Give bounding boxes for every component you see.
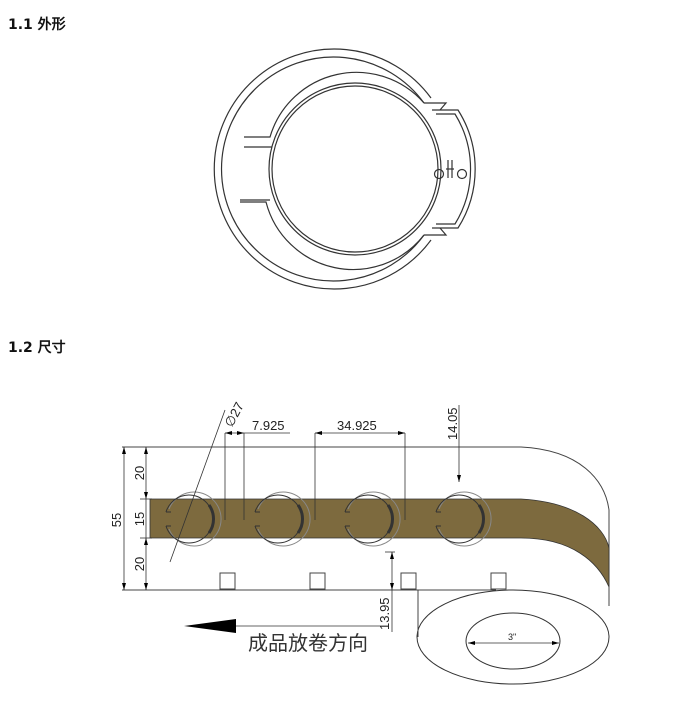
dim-total-width: 55 <box>109 513 124 527</box>
dim-top-margin: 20 <box>132 466 147 480</box>
dim-top-offset: 14.05 <box>445 407 460 440</box>
tags <box>165 491 492 547</box>
tag-3 <box>344 491 401 547</box>
section-heading-dimensions: 1.2 尺寸 <box>8 340 66 356</box>
dim-gap: 7.925 <box>252 418 285 433</box>
dim-pitch: 34.925 <box>337 418 377 433</box>
dim-band-width: 15 <box>132 512 147 526</box>
unwind-direction-label: 成品放卷方向 <box>248 631 368 655</box>
core-diameter-label: 3" <box>508 632 516 642</box>
tag-1 <box>165 491 222 547</box>
unwind-direction-arrow <box>184 619 380 633</box>
dim-diameter: ∅27 <box>221 400 246 430</box>
dim-bottom-margin: 20 <box>132 557 147 571</box>
liner-band <box>149 498 610 588</box>
dim-bottom-offset: 13.95 <box>377 597 392 630</box>
dimension-arrows <box>122 431 461 590</box>
marker-squares <box>219 572 507 590</box>
dimension-lines <box>123 405 460 632</box>
section-heading-shape: 1.1 外形 <box>8 17 66 33</box>
tag-outline-drawing <box>213 48 476 290</box>
tag-2 <box>254 491 311 547</box>
roll-drawing: 3" <box>122 446 610 685</box>
tag-4 <box>435 491 492 547</box>
